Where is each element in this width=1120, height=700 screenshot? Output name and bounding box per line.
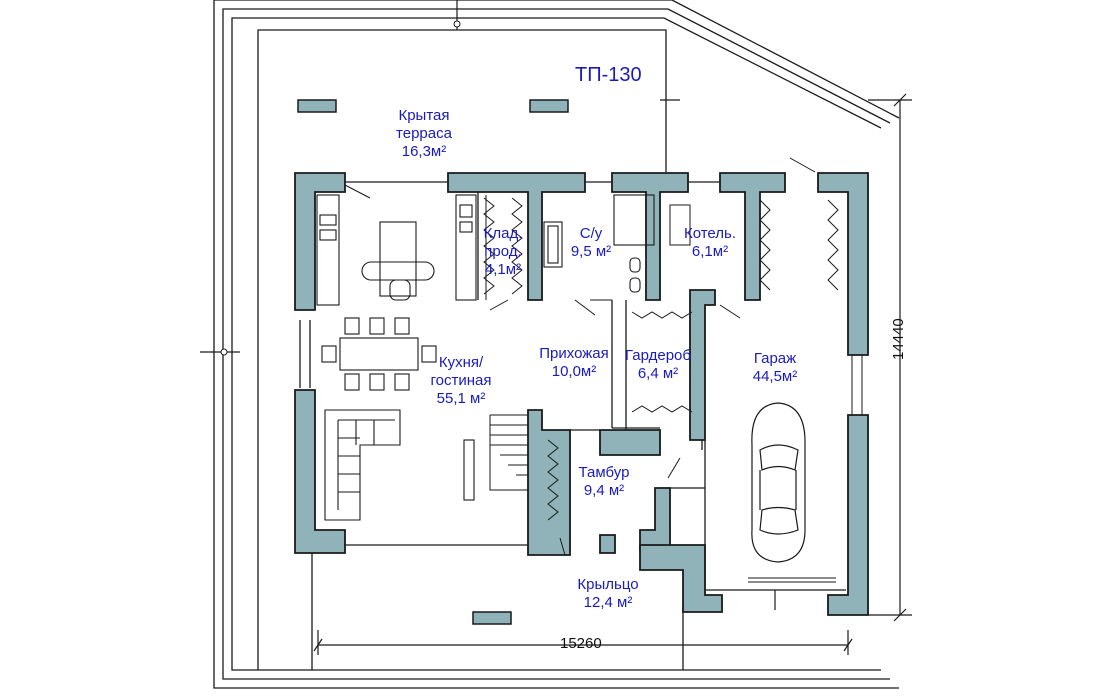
terrace-name-2: терраса	[396, 125, 452, 142]
vestibule-name: Тамбур	[578, 464, 630, 481]
bathroom-fixtures	[543, 194, 655, 293]
closet-shelving	[483, 195, 839, 521]
boiler-name: Котель.	[683, 225, 737, 242]
kitchen-name-1: Кухня/	[438, 354, 484, 371]
kitchen-name-2: гостиная	[430, 372, 492, 389]
dimension-depth: 14440	[890, 318, 907, 360]
room-label-boiler: Котель. 6,1м²	[684, 225, 736, 261]
bathroom-name: С/у	[579, 225, 603, 242]
hall-area: 10,0м²	[551, 363, 597, 380]
hall-name: Прихожая	[539, 345, 609, 362]
wardrobe-area: 6,4 м²	[637, 365, 679, 382]
walls	[294, 172, 869, 616]
garage-name: Гараж	[753, 350, 797, 367]
room-label-garage: Гараж 44,5м²	[753, 350, 798, 386]
car	[751, 402, 806, 563]
storage-name-1: Клад.	[483, 225, 523, 242]
roof-outline	[213, 0, 900, 689]
room-label-porch: Крыльцо 12,4 м²	[577, 576, 638, 612]
room-label-terrace: Крытая терраса 16,3м²	[396, 107, 452, 161]
terrace-area: 16,3м²	[401, 143, 447, 160]
dimension-lines	[200, 0, 912, 655]
room-label-vestibule: Тамбур 9,4 м²	[579, 464, 630, 500]
dimension-width: 15260	[560, 635, 602, 652]
room-label-bathroom: С/у 9,5 м²	[571, 225, 611, 261]
porch-area: 12,4 м²	[583, 594, 633, 611]
wardrobe-name: Гардероб	[625, 347, 691, 364]
garage-area: 44,5м²	[752, 368, 798, 385]
vestibule-area: 9,4 м²	[583, 482, 625, 499]
kitchen-furniture	[316, 194, 477, 306]
axis-circles	[220, 20, 461, 356]
staircase	[489, 414, 529, 491]
skylights	[297, 99, 569, 625]
room-label-wardrobe: Гардероб 6,4 м²	[625, 347, 691, 383]
door-lines	[344, 157, 816, 556]
dining-set	[321, 317, 437, 391]
storage-name-2: прод.	[484, 243, 522, 260]
kitchen-area: 55,1 м²	[436, 390, 486, 407]
sofa	[324, 409, 475, 521]
bathroom-area: 9,5 м²	[570, 243, 612, 260]
room-label-kitchen: Кухня/ гостиная 55,1 м²	[431, 354, 492, 408]
room-label-storage: Клад. прод. 4,1м²	[484, 225, 523, 279]
storage-area: 4,1м²	[484, 261, 522, 278]
garage-window	[748, 355, 863, 583]
room-label-hall: Прихожая 10,0м²	[539, 345, 609, 381]
boiler-area: 6,1м²	[691, 243, 729, 260]
terrace-outline	[257, 29, 684, 670]
project-code: ТП-130	[575, 64, 642, 86]
terrace-name-1: Крытая	[398, 107, 450, 124]
porch-name: Крыльцо	[577, 576, 639, 593]
